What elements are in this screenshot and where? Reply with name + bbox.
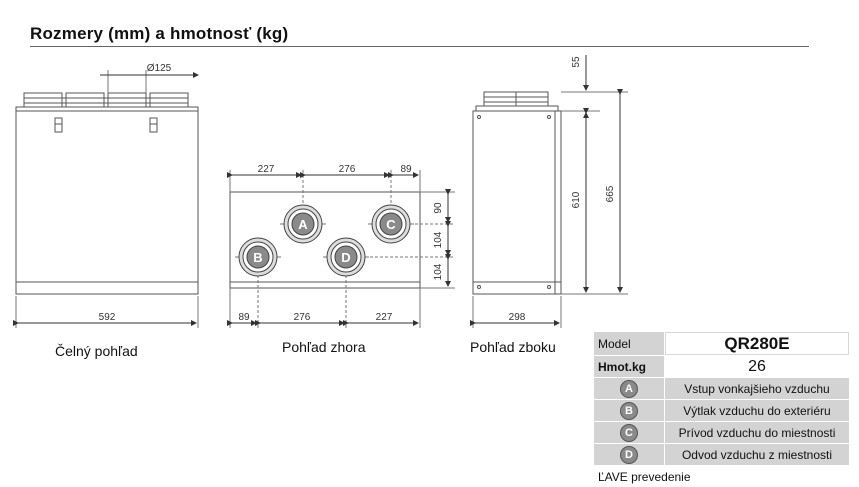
weight-label: Hmot.kg [594,356,664,377]
row-c-desc: Prívod vzduchu do miestnosti [665,422,849,443]
caption-side: Pohľad zboku [470,339,556,355]
port-a: A [283,204,323,244]
specs-weight-row: Hmot.kg 26 [594,356,849,377]
specs-model-row: Model QR280E [594,332,849,355]
dim-side-cap: 55 [571,56,582,68]
dim-top-upper-3: 89 [400,164,412,175]
dim-front-width: 592 [99,312,116,323]
front-view [13,70,199,328]
dim-top-upper-2: 276 [339,164,356,175]
specs-row-a: A Vstup vonkajšieho vzduchu [594,378,849,399]
dim-side-total: 665 [605,185,616,202]
port-c-label: C [386,217,396,232]
dim-top-right-2: 104 [433,231,444,248]
letter-a-icon: A [620,379,638,398]
dim-top-lower-2: 276 [294,312,311,323]
row-d-desc: Odvod vzduchu z miestnosti [665,444,849,465]
port-b: B [238,237,278,277]
caption-top: Pohľad zhora [282,339,366,355]
letter-d-icon: D [620,445,638,464]
front-pipe-collars [15,92,199,112]
port-d: D [326,237,366,277]
dim-top-lower-3: 227 [376,312,393,323]
letter-b-icon: B [620,401,638,420]
specs-row-c: C Prívod vzduchu do miestnosti [594,422,849,443]
model-label: Model [594,332,664,355]
dim-side-body: 610 [571,191,582,208]
port-a-label: A [298,217,308,232]
page-title: Rozmery (mm) a hmotnosť (kg) [30,24,289,43]
dim-top-lower-1: 89 [238,312,250,323]
weight-value: 26 [665,356,849,377]
model-value: QR280E [665,332,849,355]
letter-c-icon: C [620,423,638,442]
dim-top-upper-1: 227 [258,164,275,175]
row-b-desc: Výtlak vzduchu do exteriéru [665,400,849,421]
row-a-desc: Vstup vonkajšieho vzduchu [665,378,849,399]
dim-top-right-3: 104 [433,263,444,280]
specs-table: Model QR280E Hmot.kg 26 A Vstup vonkajši… [593,331,850,466]
footnote: ĽAVE prevedenie [598,470,691,484]
latch-right [149,117,158,133]
dim-side-depth: 298 [509,312,526,323]
latch-left [54,117,63,133]
front-body [15,110,199,295]
dim-pipe-diameter: Ø125 [147,63,172,74]
port-c: C [371,204,411,244]
specs-row-d: D Odvod vzduchu z miestnosti [594,444,849,465]
port-d-label: D [341,250,350,265]
side-view [470,55,628,328]
side-body [472,110,562,295]
caption-front: Čelný pohľad [55,343,138,359]
title-divider [30,46,809,47]
dim-top-right-1: 90 [433,202,444,214]
port-b-label: B [253,250,262,265]
specs-row-b: B Výtlak vzduchu do exteriéru [594,400,849,421]
